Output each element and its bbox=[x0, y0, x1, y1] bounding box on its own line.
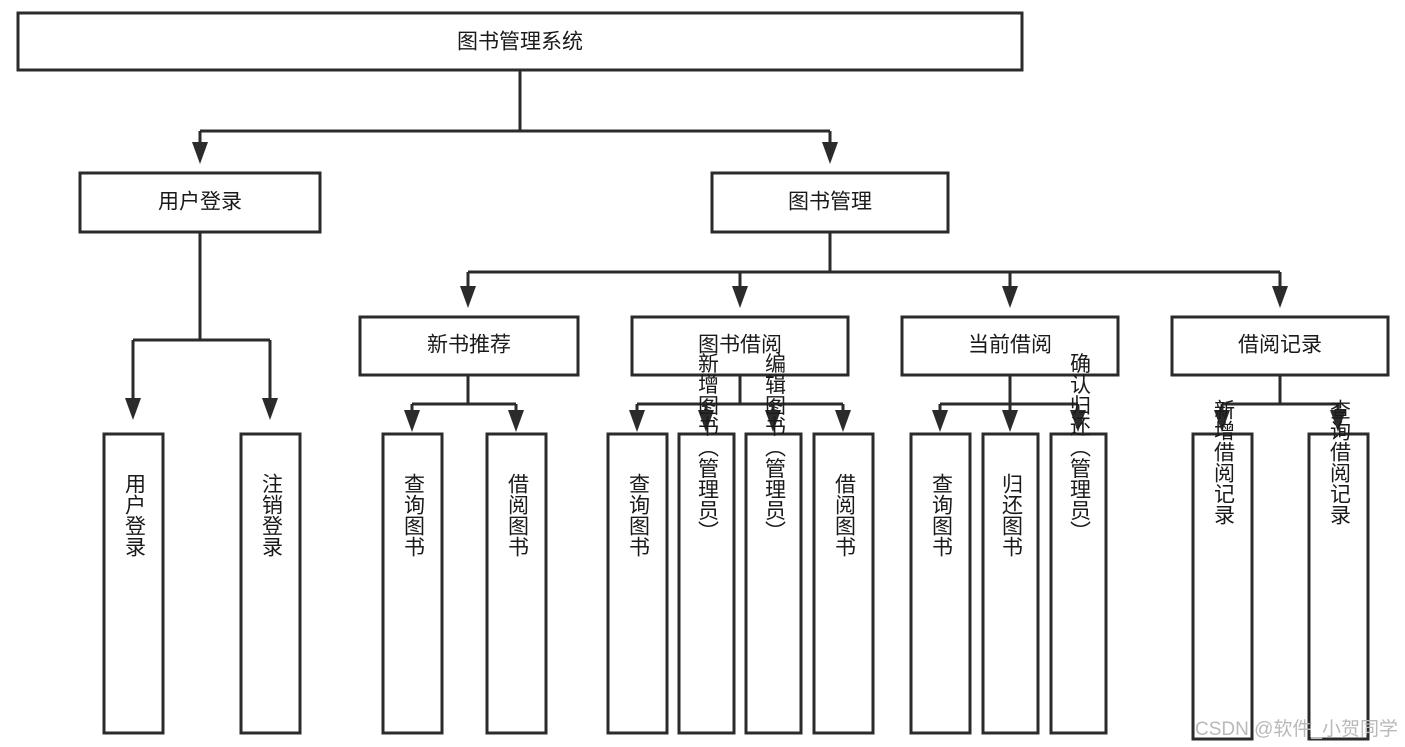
node-book-manage-box[interactable] bbox=[710, 171, 950, 234]
leaf-user-login-2[interactable]: 注销登录 bbox=[239, 432, 302, 735]
leaf-new-book-1[interactable]: 查询图书 bbox=[381, 432, 444, 735]
leaf-borrow-record-2[interactable]: 查询借阅记录 bbox=[1307, 399, 1370, 741]
leaf-current-borrow-1-label: 查询图书 bbox=[930, 473, 954, 557]
leaf-borrow-record-1-label: 新增借阅记录 bbox=[1212, 399, 1236, 525]
leaf-book-borrow-3-label: 编辑图书（管理员） bbox=[763, 353, 787, 542]
leaf-user-login-2-box[interactable] bbox=[239, 432, 302, 735]
leaf-book-borrow-1-label: 查询图书 bbox=[627, 473, 651, 557]
leaf-borrow-record-2-label: 查询借阅记录 bbox=[1328, 399, 1352, 525]
arrow-user-login-leaf-2-icon bbox=[262, 398, 278, 420]
node-current-borrow[interactable]: 当前借阅 bbox=[900, 315, 1120, 377]
leaf-current-borrow-2-label: 归还图书 bbox=[1000, 473, 1024, 557]
node-user-login-label: 用户登录 bbox=[158, 191, 242, 214]
arrow-current-borrow-leaf-1-icon bbox=[932, 410, 948, 432]
arrow-to-new-book-recommend-icon bbox=[460, 286, 476, 308]
leaf-user-login-1[interactable]: 用户登录 bbox=[102, 432, 165, 735]
arrow-book-borrow-leaf-2-icon bbox=[698, 410, 714, 432]
node-book-borrow-label: 图书借阅 bbox=[698, 334, 782, 357]
leaf-new-book-2-box[interactable] bbox=[485, 432, 548, 735]
leaf-book-borrow-3[interactable]: 编辑图书（管理员） bbox=[744, 353, 803, 735]
leaf-book-borrow-3-box[interactable] bbox=[744, 432, 803, 735]
leaf-book-borrow-2-box[interactable] bbox=[677, 432, 736, 735]
watermark-label: CSDN @软件_小贺同学 bbox=[1195, 718, 1398, 740]
arrow-current-borrow-leaf-3-icon bbox=[1070, 410, 1086, 432]
leaf-current-borrow-3[interactable]: 确认归还（管理员） bbox=[1049, 353, 1108, 735]
leaf-borrow-record-1-box[interactable] bbox=[1191, 432, 1254, 741]
node-borrow-record-label: 借阅记录 bbox=[1238, 334, 1322, 357]
arrow-new-book-leaf-1-icon bbox=[404, 410, 420, 432]
arrow-book-borrow-leaf-1-icon bbox=[629, 410, 645, 432]
node-root-label: 图书管理系统 bbox=[457, 31, 583, 54]
leaf-user-login-1-box[interactable] bbox=[102, 432, 165, 735]
node-user-login[interactable]: 用户登录 bbox=[78, 171, 322, 234]
arrow-borrow-record-leaf-1-icon bbox=[1214, 410, 1230, 432]
arrow-borrow-record-leaf-2-icon bbox=[1330, 410, 1346, 432]
leaf-borrow-record-1[interactable]: 新增借阅记录 bbox=[1191, 399, 1254, 741]
leaf-book-borrow-4-box[interactable] bbox=[812, 432, 875, 735]
leaf-current-borrow-2-box[interactable] bbox=[981, 432, 1040, 735]
node-new-book-recommend[interactable]: 新书推荐 bbox=[358, 315, 580, 377]
arrow-to-borrow-record-icon bbox=[1272, 286, 1288, 308]
arrow-root-to-user-login-icon bbox=[192, 142, 208, 164]
connector-layer bbox=[125, 70, 1346, 432]
node-borrow-record[interactable]: 借阅记录 bbox=[1170, 315, 1390, 377]
arrow-to-current-borrow-icon bbox=[1002, 286, 1018, 308]
node-book-manage-label: 图书管理 bbox=[788, 191, 872, 214]
leaf-borrow-record-2-box[interactable] bbox=[1307, 432, 1370, 741]
leaf-new-book-2[interactable]: 借阅图书 bbox=[485, 432, 548, 735]
leaf-current-borrow-1[interactable]: 查询图书 bbox=[909, 432, 972, 735]
leaf-book-borrow-4-label: 借阅图书 bbox=[833, 473, 857, 557]
node-root[interactable]: 图书管理系统 bbox=[16, 11, 1024, 72]
node-book-borrow[interactable]: 图书借阅 bbox=[630, 315, 850, 377]
leaf-current-borrow-3-label: 确认归还（管理员） bbox=[1068, 353, 1092, 542]
leaf-user-login-1-label: 用户登录 bbox=[123, 473, 147, 557]
leaf-current-borrow-2[interactable]: 归还图书 bbox=[981, 432, 1040, 735]
node-borrow-record-box[interactable] bbox=[1170, 315, 1390, 377]
leaf-user-login-2-label: 注销登录 bbox=[260, 473, 284, 557]
arrow-current-borrow-leaf-2-icon bbox=[1002, 410, 1018, 432]
arrow-user-login-leaf-1-icon bbox=[125, 398, 141, 420]
leaf-new-book-1-box[interactable] bbox=[381, 432, 444, 735]
arrow-book-borrow-leaf-3-icon bbox=[765, 410, 781, 432]
leaf-book-borrow-1-box[interactable] bbox=[606, 432, 669, 735]
leaf-book-borrow-2[interactable]: 新增图书（管理员） bbox=[677, 353, 736, 735]
node-current-borrow-box[interactable] bbox=[900, 315, 1120, 377]
node-book-borrow-box[interactable] bbox=[630, 315, 850, 377]
leaf-book-borrow-2-label: 新增图书（管理员） bbox=[696, 353, 720, 542]
arrow-root-to-book-manage-icon bbox=[822, 142, 838, 164]
node-current-borrow-label: 当前借阅 bbox=[968, 334, 1052, 357]
node-root-box[interactable] bbox=[16, 11, 1024, 72]
leaf-book-borrow-4[interactable]: 借阅图书 bbox=[812, 432, 875, 735]
leaf-book-borrow-1[interactable]: 查询图书 bbox=[606, 432, 669, 735]
leaf-new-book-1-label: 查询图书 bbox=[402, 473, 426, 557]
node-new-book-recommend-box[interactable] bbox=[358, 315, 580, 377]
arrow-new-book-leaf-2-icon bbox=[508, 410, 524, 432]
node-new-book-recommend-label: 新书推荐 bbox=[427, 334, 511, 357]
node-book-manage[interactable]: 图书管理 bbox=[710, 171, 950, 234]
leaf-current-borrow-3-box[interactable] bbox=[1049, 432, 1108, 735]
node-user-login-box[interactable] bbox=[78, 171, 322, 234]
leaf-current-borrow-1-box[interactable] bbox=[909, 432, 972, 735]
arrow-book-borrow-leaf-4-icon bbox=[835, 410, 851, 432]
arrow-to-book-borrow-icon bbox=[732, 286, 748, 308]
leaf-new-book-2-label: 借阅图书 bbox=[506, 473, 530, 557]
